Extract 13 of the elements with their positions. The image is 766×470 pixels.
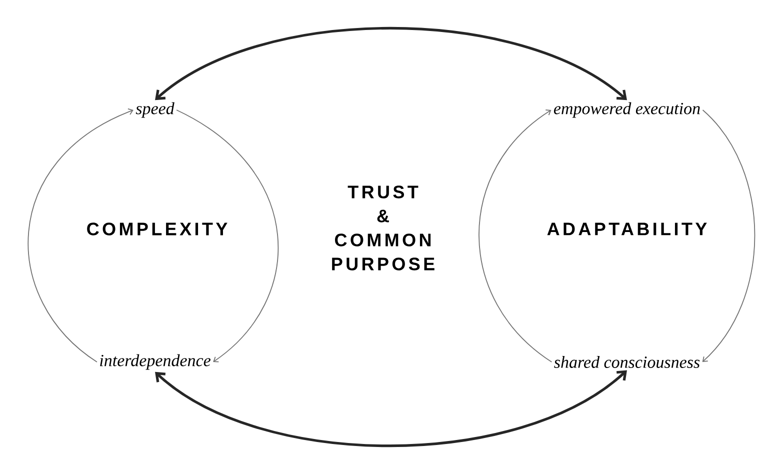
cycle-arrow	[702, 110, 756, 362]
cycle-title: ADAPTABILITY	[547, 222, 707, 236]
cycle-step: shared consciousness	[554, 356, 700, 368]
cycle-arrow	[176, 110, 278, 362]
cycle-step: empowered execution	[554, 102, 700, 118]
cycle-step: interdependence	[100, 354, 210, 370]
curved-arrow	[155, 26, 627, 100]
curved-arrow	[155, 370, 627, 448]
cycle-step: speed	[136, 102, 174, 118]
center-title: TRUST & COMMON PURPOSE	[332, 186, 434, 270]
cycle-arrow	[28, 108, 134, 362]
cycle-arrow	[478, 110, 552, 362]
cycle-title: COMPLEXITY	[87, 222, 228, 236]
